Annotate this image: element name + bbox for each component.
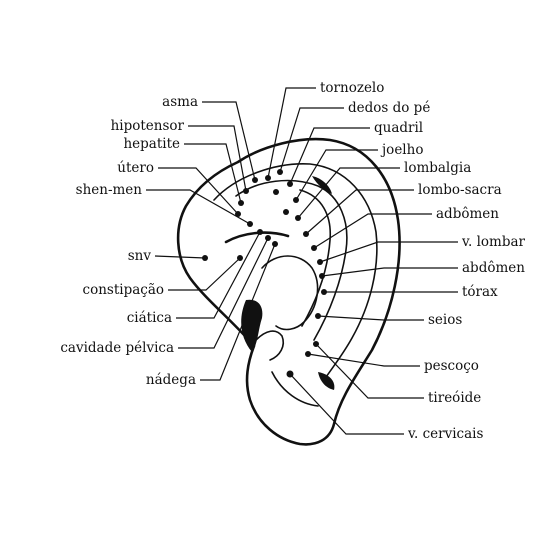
point-extra-1 bbox=[273, 189, 279, 195]
label-lombalgia: lombalgia bbox=[404, 160, 471, 176]
labels: asma hipotensor hepatite útero shen-men … bbox=[60, 80, 525, 442]
leader-shen-men bbox=[146, 189, 251, 225]
label-ciatica: ciática bbox=[127, 310, 172, 326]
leader-abdomen bbox=[321, 267, 458, 277]
label-v-lombar: v. lombar bbox=[461, 234, 526, 250]
antihelix bbox=[235, 179, 348, 341]
concha bbox=[261, 255, 319, 331]
label-tireoide: tireóide bbox=[428, 390, 481, 406]
leader-v-lombar bbox=[319, 241, 458, 263]
leader-tornozelo bbox=[267, 87, 316, 179]
label-abdomen: abdômen bbox=[462, 260, 525, 276]
label-hipotensor: hipotensor bbox=[111, 118, 185, 134]
label-constipacao: constipação bbox=[83, 282, 164, 298]
leader-lombo-sacra bbox=[305, 189, 414, 235]
leader-quadril bbox=[289, 127, 370, 185]
leader-tireoide bbox=[315, 343, 424, 399]
concha-shading bbox=[241, 299, 263, 352]
leader-hipotensor bbox=[188, 125, 247, 192]
ear-outline bbox=[176, 137, 401, 446]
label-nadega: nádega bbox=[146, 372, 196, 388]
label-cavidade-pelvica: cavidade pélvica bbox=[60, 340, 174, 356]
leader-lines bbox=[146, 87, 458, 435]
leader-dedos-do-pe bbox=[279, 107, 344, 173]
point-extra-2 bbox=[283, 209, 289, 215]
scapha-shading bbox=[312, 176, 332, 194]
leader-lombalgia bbox=[297, 167, 400, 219]
antihelix-inner bbox=[299, 189, 332, 327]
label-hepatite: hepatite bbox=[123, 136, 180, 152]
label-shen-men: shen-men bbox=[76, 182, 143, 198]
label-torax: tórax bbox=[462, 284, 498, 300]
label-adbomen: adbômen bbox=[436, 206, 499, 222]
label-tornozelo: tornozelo bbox=[320, 80, 384, 96]
leader-utero bbox=[158, 167, 239, 215]
crus-of-helix bbox=[224, 231, 290, 244]
leader-hepatite bbox=[184, 143, 242, 204]
lobe-curve bbox=[271, 371, 319, 407]
leader-nadega bbox=[200, 243, 276, 381]
acupoints bbox=[202, 169, 327, 378]
leader-v-cervicais bbox=[289, 373, 404, 435]
leader-adbomen bbox=[313, 213, 432, 249]
label-joelho: joelho bbox=[380, 142, 423, 158]
leader-asma bbox=[202, 101, 256, 181]
leader-constipacao bbox=[168, 257, 241, 291]
label-seios: seios bbox=[428, 312, 462, 328]
leader-snv bbox=[154, 255, 206, 259]
label-snv: snv bbox=[128, 248, 152, 264]
helix-inner-rim bbox=[213, 163, 378, 381]
label-v-cervicais: v. cervicais bbox=[407, 426, 483, 442]
leader-seios bbox=[317, 315, 424, 321]
label-asma: asma bbox=[162, 94, 198, 110]
helix-outline bbox=[176, 137, 401, 446]
leader-joelho bbox=[295, 149, 378, 201]
label-dedos-do-pe: dedos do pé bbox=[348, 100, 430, 116]
label-pescoco: pescoço bbox=[424, 358, 479, 374]
leader-ciatica bbox=[176, 231, 261, 319]
tragus bbox=[255, 330, 285, 361]
lobe-shading bbox=[318, 372, 335, 390]
label-utero: útero bbox=[117, 160, 154, 176]
leader-cavidade-pelvica bbox=[178, 237, 269, 349]
label-quadril: quadril bbox=[374, 120, 423, 136]
label-lombo-sacra: lombo-sacra bbox=[418, 182, 502, 198]
leader-pescoco bbox=[307, 353, 420, 367]
